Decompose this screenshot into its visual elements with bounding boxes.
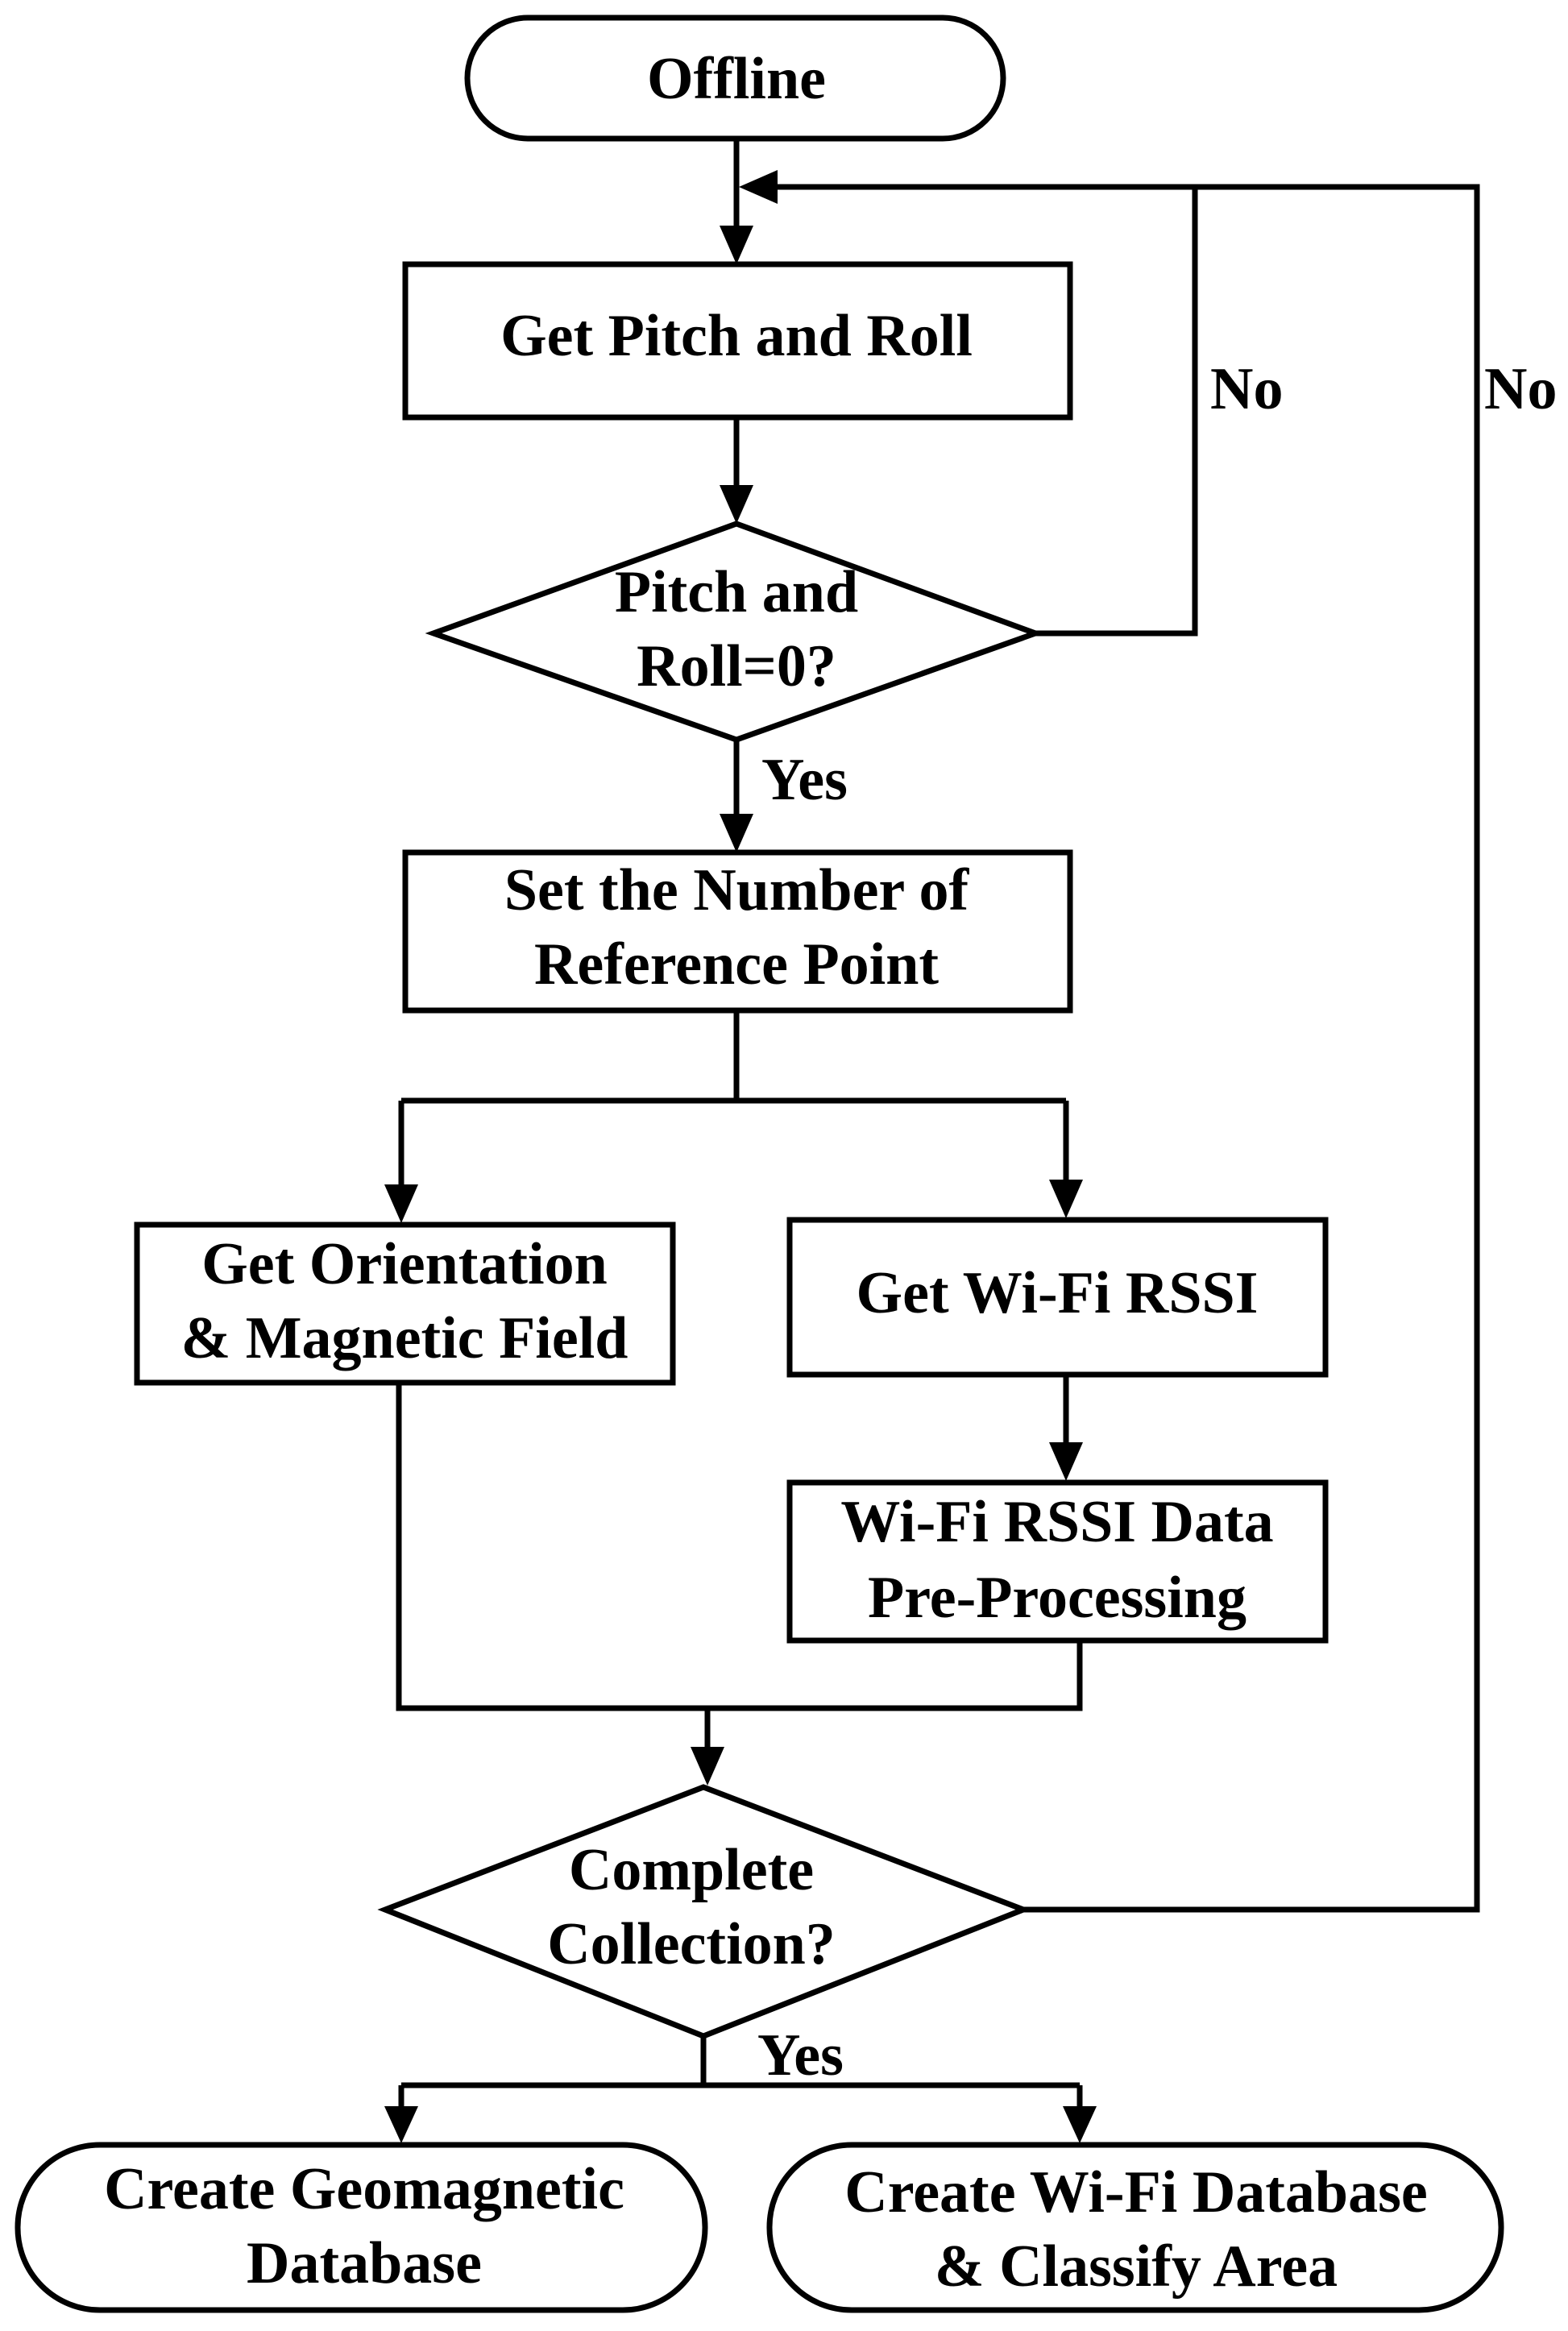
connectors bbox=[396, 135, 1480, 2113]
get-wifi-rssi-step: Get Wi-Fi RSSI bbox=[786, 1217, 1329, 1378]
get-wifi-rssi-label: Get Wi-Fi RSSI bbox=[857, 1260, 1259, 1326]
start-terminal: Offline bbox=[464, 15, 1006, 142]
arrowhead bbox=[720, 485, 753, 524]
set-reference-line1: Set the Number of bbox=[504, 857, 970, 923]
create-wifi-line2: & Classify Area bbox=[935, 2234, 1338, 2300]
get-orientation-line1: Get Orientation bbox=[201, 1231, 608, 1297]
get-orientation-line2: & Magnetic Field bbox=[181, 1305, 628, 1371]
arrowhead bbox=[691, 1747, 724, 1786]
arrowhead bbox=[720, 814, 753, 852]
start-label: Offline bbox=[647, 46, 826, 112]
arrowhead bbox=[1049, 1180, 1083, 1218]
set-reference-step: Set the Number of Reference Point bbox=[402, 849, 1073, 1014]
arrowhead bbox=[384, 1184, 418, 1223]
connector-decision1-no-loop bbox=[765, 184, 1198, 637]
wifi-preprocessing-line1: Wi-Fi RSSI Data bbox=[840, 1489, 1273, 1555]
yes-label-first: Yes bbox=[761, 747, 848, 813]
arrowheads bbox=[384, 170, 1097, 2143]
wifi-preprocessing-line2: Pre-Processing bbox=[868, 1565, 1247, 1631]
connector-decision2-yes bbox=[398, 2036, 1083, 2113]
create-geomagnetic-terminal: Create Geomagnetic Database bbox=[15, 2142, 708, 2313]
no-label-outer: No bbox=[1484, 356, 1557, 422]
get-pitch-roll-step: Get Pitch and Roll bbox=[402, 261, 1073, 421]
arrowhead bbox=[720, 226, 753, 264]
pitch-roll-decision: Pitch and Roll=0? bbox=[425, 521, 1044, 743]
pitch-roll-decision-line1: Pitch and bbox=[615, 559, 858, 625]
create-wifi-terminal: Create Wi-Fi Database & Classify Area bbox=[766, 2142, 1504, 2313]
arrowhead bbox=[384, 2106, 418, 2143]
create-geomagnetic-line2: Database bbox=[247, 2230, 482, 2296]
connector-decision2-no-loop bbox=[1023, 184, 1480, 1913]
no-label-inner: No bbox=[1210, 356, 1283, 422]
arrowhead bbox=[1063, 2106, 1097, 2143]
arrowhead bbox=[739, 170, 778, 204]
create-geomagnetic-line1: Create Geomagnetic bbox=[104, 2156, 624, 2222]
wifi-preprocessing-step: Wi-Fi RSSI Data Pre-Processing bbox=[786, 1479, 1329, 1644]
set-reference-line2: Reference Point bbox=[534, 931, 939, 998]
arrowhead bbox=[1049, 1442, 1083, 1481]
get-orientation-step: Get Orientation & Magnetic Field bbox=[134, 1221, 676, 1386]
pitch-roll-decision-line2: Roll=0? bbox=[637, 633, 836, 699]
yes-label-second: Yes bbox=[757, 2022, 844, 2088]
complete-collection-decision: Complete Collection? bbox=[377, 1784, 1031, 2039]
create-wifi-line1: Create Wi-Fi Database bbox=[844, 2159, 1427, 2225]
connector-split bbox=[398, 1010, 1069, 1197]
complete-decision-line1: Complete bbox=[569, 1837, 814, 1903]
get-pitch-roll-label: Get Pitch and Roll bbox=[500, 303, 973, 369]
complete-decision-line2: Collection? bbox=[547, 1911, 836, 1977]
